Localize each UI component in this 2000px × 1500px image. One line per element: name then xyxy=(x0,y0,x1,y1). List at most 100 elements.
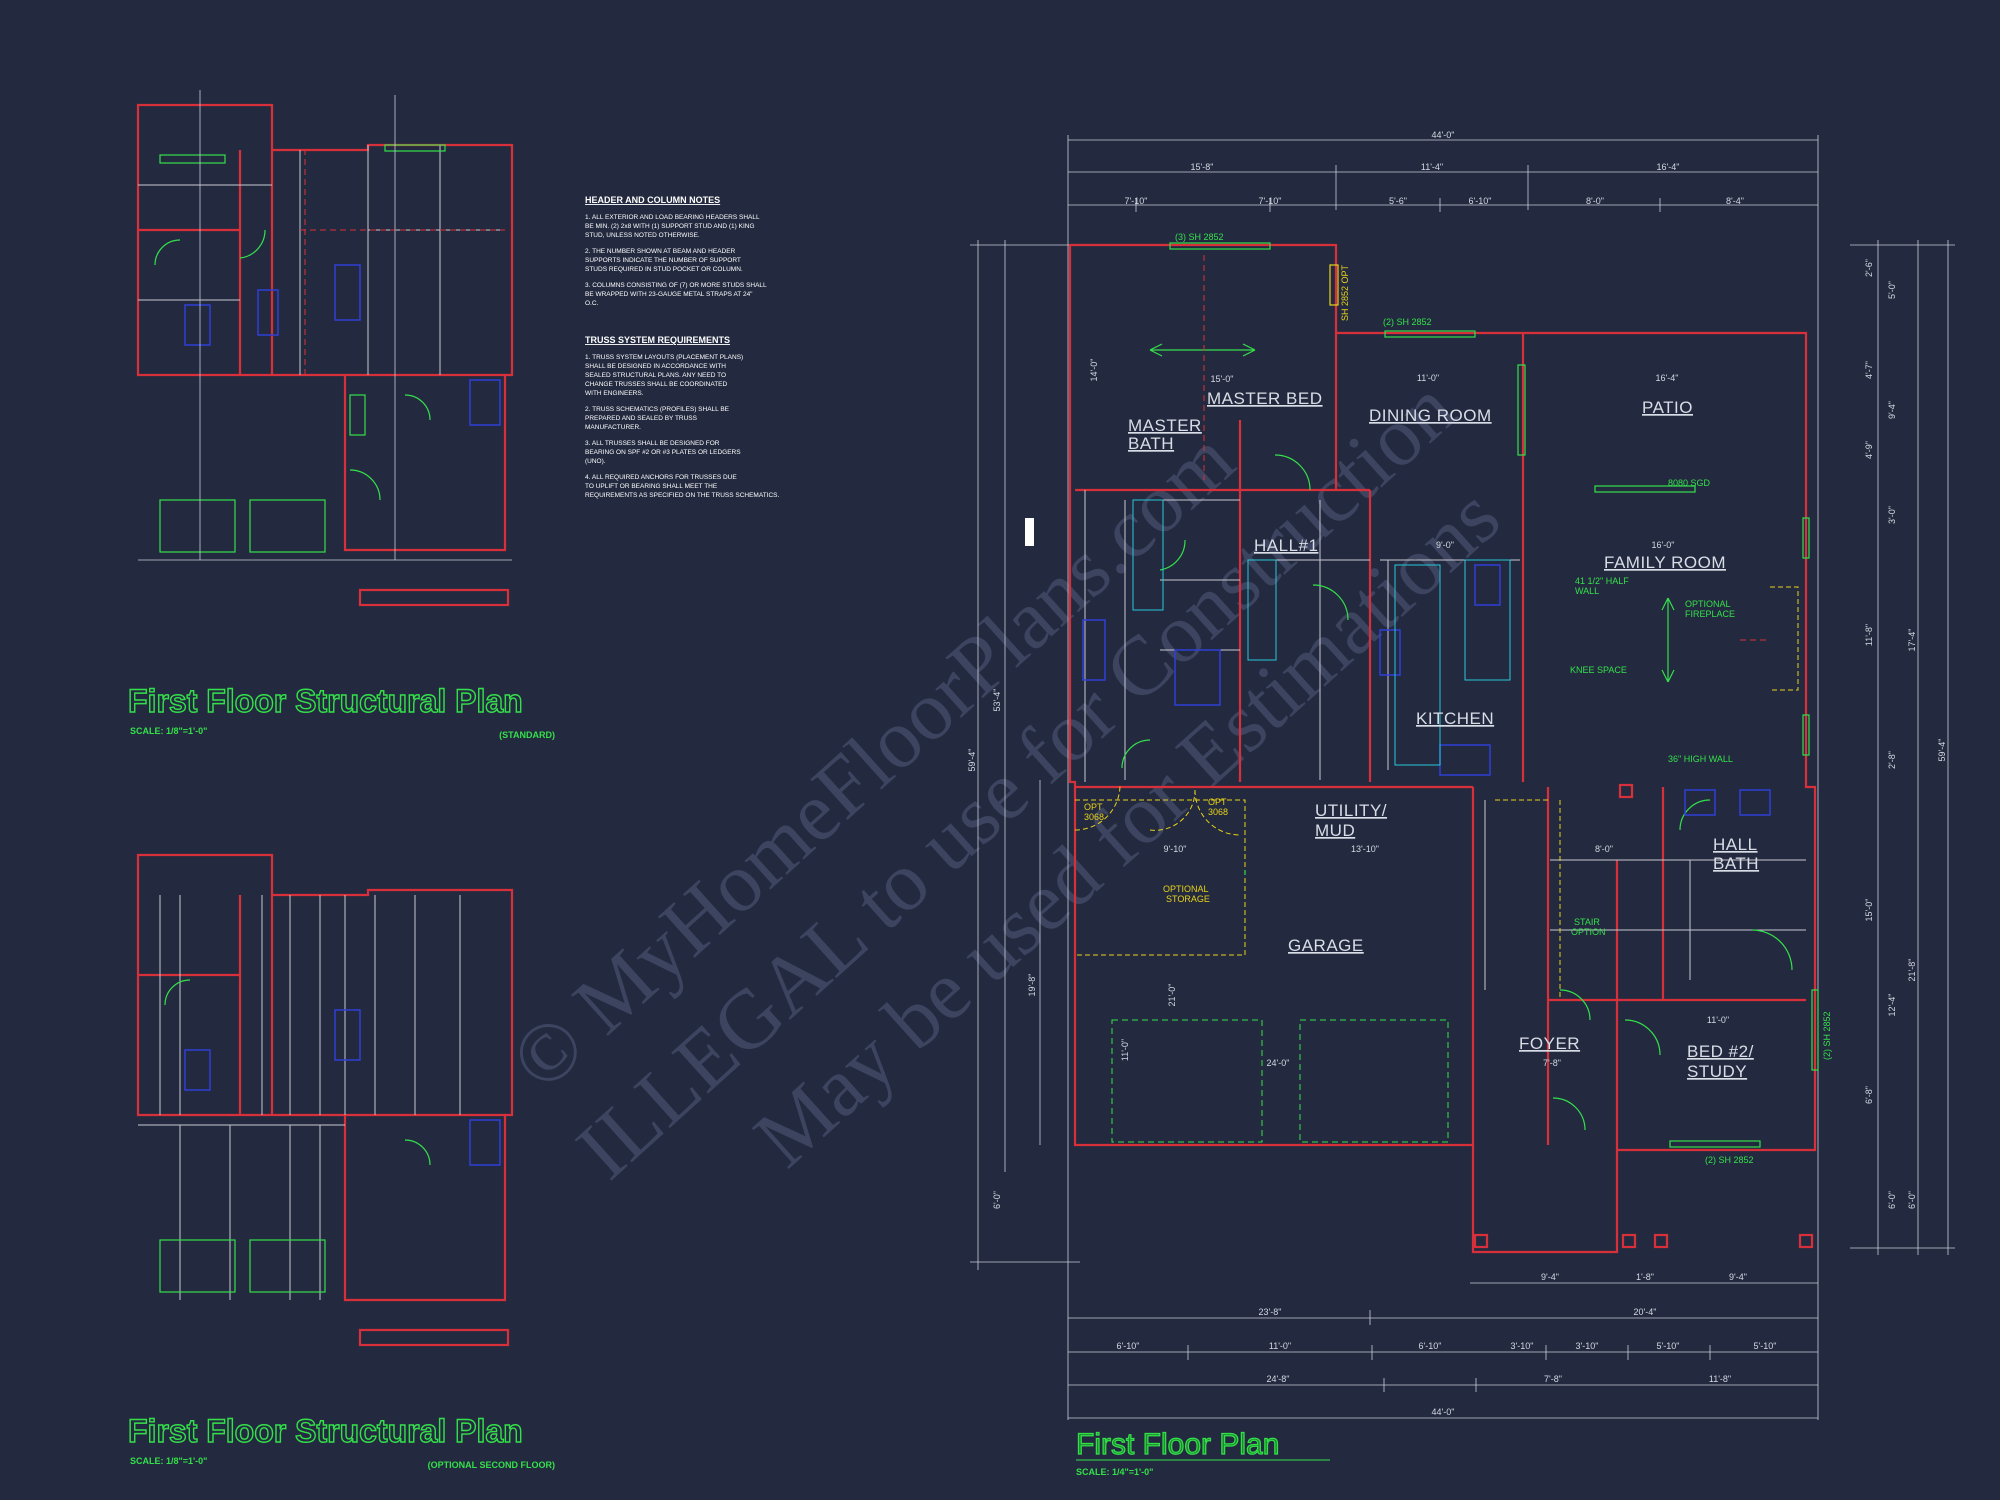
dim-int-1: 14'-0" xyxy=(1089,359,1099,382)
truss-note-line-2-1: BEARING ON SPF #2 OR #3 PLATES OR LEDGER… xyxy=(585,449,741,456)
room-hall1: HALL#1 xyxy=(1254,536,1318,555)
label-sh2852-top: (3) SH 2852 xyxy=(1175,232,1224,242)
header-note-line-0-2: STUD, UNLESS NOTED OTHERWISE. xyxy=(585,232,700,239)
label-sh2852-opt: SH 2852 OPT xyxy=(1340,265,1350,322)
dim-right-fine-6: 11'-8" xyxy=(1864,624,1874,646)
dim-top-row3-3: 6'-10" xyxy=(1469,196,1492,206)
dim-int-7: 9'-10" xyxy=(1164,844,1187,854)
dim-bottom-2-0: 6'-10" xyxy=(1117,1341,1140,1351)
truss-note-line-2-0: 3. ALL TRUSSES SHALL BE DESIGNED FOR xyxy=(585,440,720,447)
label-sh2852-dining: (2) SH 2852 xyxy=(1383,317,1432,327)
dim-right-fine-5: 3'-0" xyxy=(1887,506,1897,524)
dim-top-row2-2: 16'-4" xyxy=(1657,162,1680,172)
truss-note-line-3-0: 4. ALL REQUIRED ANCHORS FOR TRUSSES DUE xyxy=(585,474,737,481)
label-opt-3068-b2: 3068 xyxy=(1208,807,1228,817)
dim-bottom-1-1: 20'-4" xyxy=(1634,1307,1657,1317)
dim-int-13: 7'-8" xyxy=(1543,1058,1561,1068)
truss-note-line-0-3: CHANGE TRUSSES SHALL BE COORDINATED xyxy=(585,381,727,388)
structural-plan-optional-subtitle: (OPTIONAL SECOND FLOOR) xyxy=(428,1460,555,1470)
dim-bottom-2-4: 3'-10" xyxy=(1576,1341,1599,1351)
dim-bottom-3-0: 24'-8" xyxy=(1267,1374,1290,1384)
room-bed2-1: BED #2/ xyxy=(1687,1042,1754,1061)
dim-right-fine-7: 2'-8" xyxy=(1887,751,1897,769)
dim-right-fine-3: 9'-4" xyxy=(1887,401,1897,419)
truss-notes-title: TRUSS SYSTEM REQUIREMENTS xyxy=(585,335,730,345)
truss-note-line-1-0: 2. TRUSS SCHEMATICS (PROFILES) SHALL BE xyxy=(585,406,730,413)
room-dining: DINING ROOM xyxy=(1369,406,1492,425)
dim-right-fine-1: 5'-0" xyxy=(1887,281,1897,299)
dim-right-fine: 2'-6"5'-0"4'-7"9'-4"4'-9"3'-0"11'-8"2'-8… xyxy=(1864,259,1897,1209)
dim-top-row3-2: 5'-6" xyxy=(1389,196,1407,206)
room-garage: GARAGE xyxy=(1288,936,1364,955)
structural-plan-optional: First Floor Structural Plan SCALE: 1/8"=… xyxy=(127,853,555,1470)
header-note-line-0-1: BE MIN. (2) 2x8 WITH (1) SUPPORT STUD AN… xyxy=(585,223,755,230)
dim-bottom-3-2: 11'-8" xyxy=(1709,1374,1731,1384)
dim-bottom-0-1: 1'-8" xyxy=(1636,1272,1654,1282)
dim-int-5: 16'-0" xyxy=(1652,540,1675,550)
header-notes-list: 1. ALL EXTERIOR AND LOAD BEARING HEADERS… xyxy=(585,214,767,307)
structural-plan-optional-scale: SCALE: 1/8"=1'-0" xyxy=(130,1456,207,1466)
header-note-line-2-0: 3. COLUMNS CONSISTING OF (7) OR MORE STU… xyxy=(585,282,767,289)
label-opt-3068-a: OPT xyxy=(1084,802,1103,812)
dim-left-part-0: 19'-8" xyxy=(1027,974,1037,997)
dim-int-6: 13'-10" xyxy=(1351,844,1379,854)
dim-right-fine-9: 12'-4" xyxy=(1887,994,1897,1017)
header-note-line-2-1: BE WRAPPED WITH 23-GAUGE METAL STRAPS AT… xyxy=(585,291,753,298)
dim-top-row2-1: 11'-4" xyxy=(1421,162,1443,172)
label-stair: STAIR xyxy=(1574,917,1600,927)
dim-bottom-3-1: 7'-8" xyxy=(1544,1374,1562,1384)
dim-bottom-2-5: 5'-10" xyxy=(1657,1341,1680,1351)
label-fireplace-2: FIREPLACE xyxy=(1685,609,1735,619)
header-note-line-1-1: SUPPORTS INDICATE THE NUMBER OF SUPPORT xyxy=(585,257,741,264)
dim-bottom-2-3: 3'-10" xyxy=(1511,1341,1534,1351)
dim-right-fine-0: 2'-6" xyxy=(1864,259,1874,277)
dim-top-row3-1: 7'-10" xyxy=(1259,196,1282,206)
label-opt-storage-2: STORAGE xyxy=(1166,894,1210,904)
dim-bottom-total: 44'-0" xyxy=(1432,1407,1455,1417)
dim-bottom-2-6: 5'-10" xyxy=(1754,1341,1777,1351)
label-opt-3068-a2: 3068 xyxy=(1084,812,1104,822)
dim-left-sub: 53'-4" xyxy=(992,689,1002,712)
truss-note-line-0-0: 1. TRUSS SYSTEM LAYOUTS (PLACEMENT PLANS… xyxy=(585,354,743,361)
label-sgd: 8080 SGD xyxy=(1668,478,1711,488)
structural-plan-standard: First Floor Structural Plan SCALE: 1/8"=… xyxy=(127,90,555,740)
dim-int-11: 8'-0" xyxy=(1595,844,1613,854)
dim-right-fine-4: 4'-9" xyxy=(1864,441,1874,459)
header-note-line-2-2: O.C. xyxy=(585,300,599,307)
dim-int-3: 16'-4" xyxy=(1656,373,1679,383)
room-master-bath-2: BATH xyxy=(1128,434,1174,453)
dim-int-9: 21'-0" xyxy=(1167,984,1177,1007)
section-marker xyxy=(1025,518,1034,546)
truss-note-line-3-2: REQUIREMENTS AS SPECIFIED ON THE TRUSS S… xyxy=(585,492,780,499)
room-kitchen: KITCHEN xyxy=(1416,709,1494,728)
label-sh2852-bed: (2) SH 2852 xyxy=(1705,1155,1754,1165)
truss-note-line-3-1: TO UPLIFT OR BEARING SHALL MEET THE xyxy=(585,483,718,490)
truss-note-line-0-1: SHALL BE DESIGNED IN ACCORDANCE WITH xyxy=(585,363,726,370)
dim-top-row2-0: 15'-8" xyxy=(1191,162,1214,172)
room-utility-2: MUD xyxy=(1315,821,1355,840)
header-note-line-1-2: STUDS REQUIRED IN STUD POCKET OR COLUMN. xyxy=(585,266,743,273)
room-foyer: FOYER xyxy=(1519,1034,1580,1053)
room-hall-bath-2: BATH xyxy=(1713,854,1759,873)
label-fireplace: OPTIONAL xyxy=(1685,599,1731,609)
dim-right-part-1: 21'-8" xyxy=(1907,959,1917,982)
dim-bottom-0-2: 9'-4" xyxy=(1729,1272,1747,1282)
dim-right-fine-10: 6'-8" xyxy=(1864,1086,1874,1104)
floor-plan-scale: SCALE: 1/4"=1'-0" xyxy=(1076,1467,1153,1477)
truss-note-line-1-2: MANUFACTURER. xyxy=(585,424,641,431)
dim-bottom-2-2: 6'-10" xyxy=(1419,1341,1442,1351)
dim-int-4: 9'-0" xyxy=(1436,540,1454,550)
dim-top-total: 44'-0" xyxy=(1432,130,1455,140)
label-knee-space: KNEE SPACE xyxy=(1570,665,1627,675)
label-opt-storage: OPTIONAL xyxy=(1163,884,1209,894)
watermark: © MyHomeFloorPlans.com ILLEGAL to use fo… xyxy=(493,362,1517,1197)
structural-plan-standard-subtitle: (STANDARD) xyxy=(499,730,555,740)
dim-bottom-0-0: 9'-4" xyxy=(1541,1272,1559,1282)
dim-bottom-2-1: 11'-0" xyxy=(1269,1341,1291,1351)
header-note-line-0-0: 1. ALL EXTERIOR AND LOAD BEARING HEADERS… xyxy=(585,214,760,221)
dim-top-row3-4: 8'-0" xyxy=(1586,196,1604,206)
truss-note-line-1-1: PREPARED AND SEALED BY TRUSS xyxy=(585,415,698,422)
dim-left-total: 59'-4" xyxy=(967,749,977,772)
room-hall-bath-1: HALL xyxy=(1713,835,1758,854)
